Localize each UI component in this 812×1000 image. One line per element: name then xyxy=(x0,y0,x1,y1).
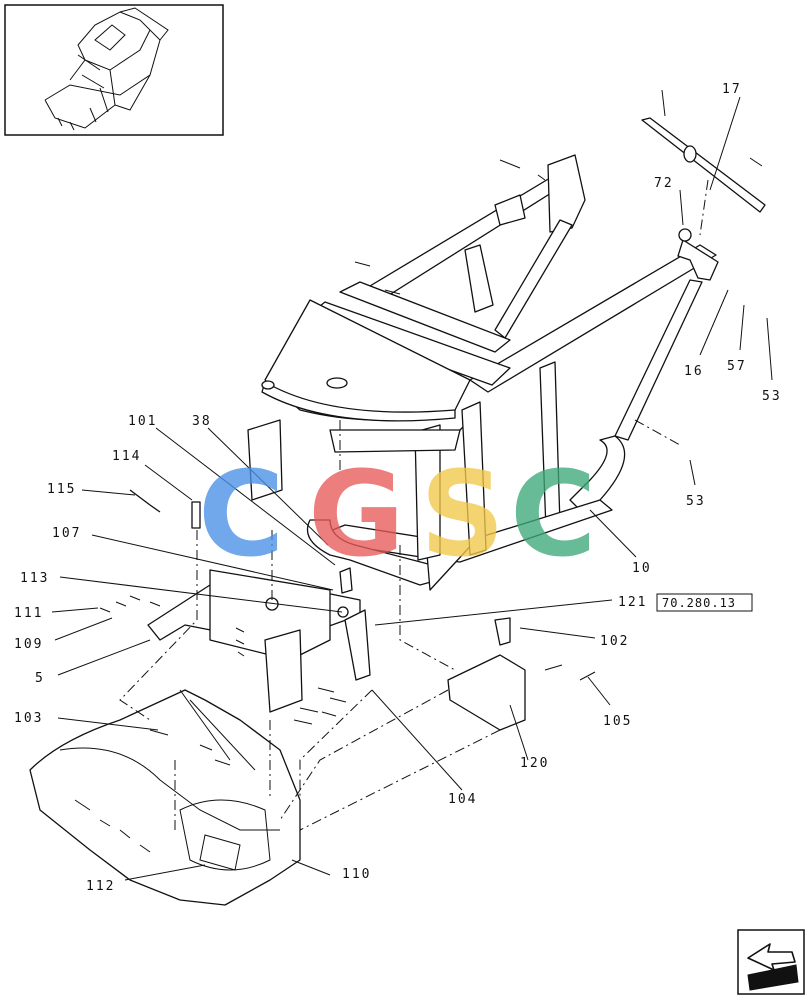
reference-link[interactable]: 70.280.13 xyxy=(656,593,753,612)
watermark-letter-1: C xyxy=(198,445,285,583)
callout-110: 110 xyxy=(342,867,371,882)
watermark-letter-2: G xyxy=(308,445,405,583)
shaft-part xyxy=(641,117,766,242)
callout-102: 102 xyxy=(600,634,629,649)
callout-113: 113 xyxy=(20,571,49,586)
callout-labels: 17 72 16 57 53 53 10 101 38 114 115 107 … xyxy=(14,82,782,894)
callout-16: 16 xyxy=(684,364,704,379)
callout-103: 103 xyxy=(14,711,43,726)
callout-109: 109 xyxy=(14,637,43,652)
callout-104: 104 xyxy=(448,792,477,807)
callout-53-a: 53 xyxy=(762,389,782,404)
callout-121: 121 xyxy=(618,595,647,610)
watermark-letter-3: S xyxy=(420,445,505,583)
callout-107: 107 xyxy=(52,526,81,541)
side-plate xyxy=(447,617,596,731)
callout-115: 115 xyxy=(47,482,76,497)
callout-72: 72 xyxy=(654,176,674,191)
callout-101: 101 xyxy=(128,414,157,429)
callout-53-b: 53 xyxy=(686,494,706,509)
leader-lines xyxy=(51,96,773,881)
alignment-lines xyxy=(119,179,709,831)
watermark: C G S C xyxy=(198,445,597,583)
main-frame xyxy=(247,89,763,591)
callout-111: 111 xyxy=(14,606,43,621)
callout-10: 10 xyxy=(632,561,652,576)
callout-17: 17 xyxy=(722,82,742,97)
callout-5: 5 xyxy=(35,671,45,686)
callout-114: 114 xyxy=(112,449,141,464)
lower-assembly xyxy=(29,689,301,906)
watermark-letter-4: C xyxy=(510,445,597,583)
reference-code: 70.280.13 xyxy=(662,596,736,610)
callout-105: 105 xyxy=(603,714,632,729)
overview-thumbnail[interactable] xyxy=(4,4,224,136)
callout-38: 38 xyxy=(192,414,212,429)
next-page-arrow-icon[interactable] xyxy=(737,929,805,995)
mounting-bracket xyxy=(99,489,371,725)
callout-120: 120 xyxy=(520,756,549,771)
callout-112: 112 xyxy=(86,879,115,894)
callout-57: 57 xyxy=(727,359,747,374)
